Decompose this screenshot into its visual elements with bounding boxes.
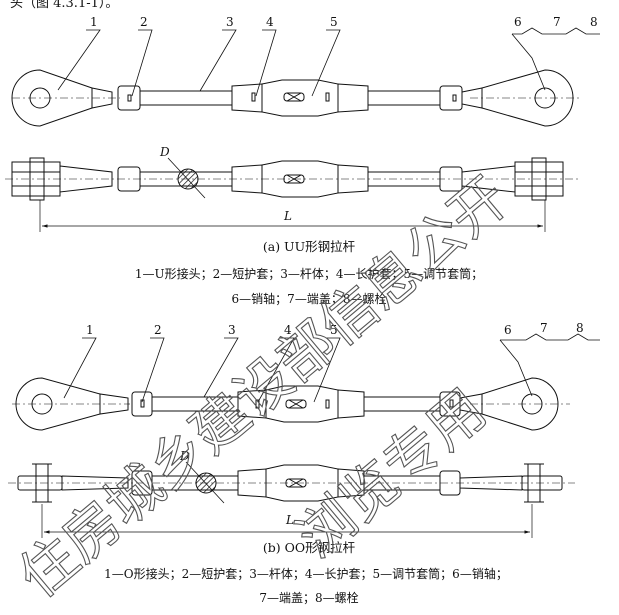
callout-a-2: 2 [140, 15, 148, 29]
callout-a-7: 7 [553, 15, 561, 29]
callout-a-6: 6 [514, 15, 522, 29]
callout-a-8: 8 [590, 15, 598, 29]
uu-plan-view [5, 157, 580, 232]
top-fragment-text: 头（图 4.3.1-1）。 [10, 0, 118, 11]
dimension-a-D: D [159, 145, 170, 159]
callout-a-3: 3 [226, 15, 234, 29]
watermark-line2: 浏览专用 [285, 377, 498, 571]
figure-a-callouts: 1 2 3 4 5 6 7 8 D L (a) UU形钢拉杆 1—U形接头；2—… [90, 15, 598, 306]
uu-leader-lines [57, 27, 600, 97]
callout-a-5: 5 [330, 15, 338, 29]
uu-elevation-view [11, 69, 580, 127]
legend-b-line2: 7—端盖；8—螺栓 [259, 590, 358, 605]
callout-b-8: 8 [576, 321, 584, 335]
oo-plan-view [8, 461, 575, 538]
legend-a-line1: 1—U形接头；2—短护套；3—杆体；4—长护套；5—调节套筒； [135, 266, 483, 281]
callout-a-1: 1 [90, 15, 98, 29]
legend-a-line2: 6—销轴；7—端盖；8—螺栓 [232, 291, 387, 306]
oo-elevation-view [12, 377, 570, 431]
figure-b-callouts: 1 2 3 4 5 6 7 8 D L (b) OO形钢拉杆 1—O形接头；2—… [86, 321, 584, 605]
callout-b-7: 7 [540, 321, 548, 335]
callout-b-3: 3 [228, 323, 236, 337]
oo-leader-lines [63, 333, 600, 403]
callout-a-4: 4 [266, 15, 274, 29]
legend-b-line1: 1—O形接头；2—短护套；3—杆体；4—长护套；5—调节套筒；6—销轴； [104, 566, 508, 581]
callout-b-1: 1 [86, 323, 94, 337]
caption-a: (a) UU形钢拉杆 [263, 239, 356, 254]
callout-b-6: 6 [504, 323, 512, 337]
dimension-b-D: D [179, 449, 190, 463]
figure-a [5, 27, 600, 232]
callout-b-5: 5 [330, 323, 338, 337]
callout-b-4: 4 [284, 323, 292, 337]
callout-b-2: 2 [154, 323, 162, 337]
figure-b [8, 333, 600, 538]
caption-b: (b) OO形钢拉杆 [263, 540, 356, 555]
dimension-a-L: L [283, 209, 292, 223]
dimension-b-L: L [285, 513, 294, 527]
